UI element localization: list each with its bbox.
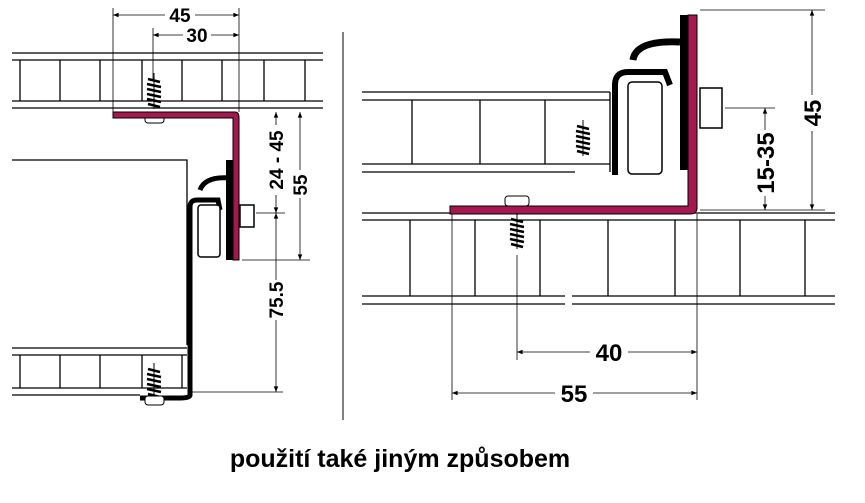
dim-40-width: 40 <box>596 340 623 367</box>
dim-45-height: 45 <box>800 100 827 127</box>
drawer-runner <box>612 69 673 175</box>
screw-icon <box>145 361 163 401</box>
nut-icon <box>699 87 723 129</box>
screw-icon <box>145 71 163 111</box>
dim-55-width: 55 <box>561 381 588 408</box>
bracket <box>449 14 698 215</box>
dim-30-width: 30 <box>186 26 207 47</box>
caption: použití také jiným způsobem <box>229 445 571 473</box>
mounting-plate <box>226 160 233 260</box>
dim-55-height: 55 <box>291 174 312 196</box>
drawer-panel <box>362 91 611 173</box>
dim-24-45: 24 - 45 <box>267 130 288 190</box>
hook <box>629 38 681 61</box>
roller <box>627 81 663 175</box>
screw-icon <box>574 118 592 158</box>
nut-icon <box>239 204 255 228</box>
top-panel <box>12 52 323 109</box>
dim-15-35: 15-35 <box>753 132 780 193</box>
mounting-plate <box>680 15 688 170</box>
roller <box>197 204 221 258</box>
left-view: 45 30 24 - 45 55 75.5 <box>12 6 323 406</box>
drawer-runner <box>187 197 223 395</box>
base-panel <box>362 212 835 305</box>
dim-45-width: 45 <box>169 6 191 27</box>
dim-75-5: 75.5 <box>267 281 288 318</box>
right-view: 45 15-35 40 55 <box>362 9 835 408</box>
hook <box>197 175 231 192</box>
drawer-side <box>12 159 188 396</box>
screw-icon <box>508 211 526 251</box>
